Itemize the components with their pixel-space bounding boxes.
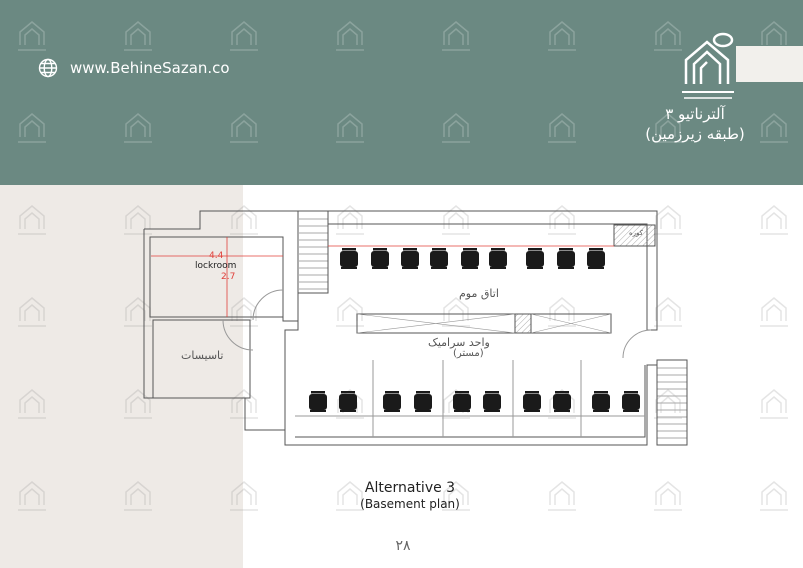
chair-icon	[483, 391, 501, 412]
watermark-logo-icon	[439, 15, 473, 59]
watermark-logo-icon	[121, 107, 155, 151]
watermark-logo-icon	[439, 107, 473, 151]
watermark-logo-icon	[227, 199, 261, 243]
watermark-logo-icon	[15, 199, 49, 243]
watermark-logo-icon	[15, 107, 49, 151]
globe-icon	[38, 58, 58, 78]
plan-caption: Alternative 3 (Basement plan)	[340, 480, 480, 511]
chair-icon	[489, 248, 507, 269]
stairs-bottom	[656, 359, 688, 446]
watermark-logo-icon	[757, 291, 791, 335]
chair-icon	[414, 391, 432, 412]
chair-icon	[309, 391, 327, 412]
dim-width: 4.4	[209, 251, 224, 261]
chair-icon	[430, 248, 448, 269]
kiln-label: کوره	[629, 229, 643, 237]
watermark-logo-icon	[333, 107, 367, 151]
chair-icon	[592, 391, 610, 412]
watermark-logo-icon	[545, 107, 579, 151]
chair-icon	[340, 248, 358, 269]
caption-subtitle: (Basement plan)	[360, 497, 460, 511]
watermark-logo-icon	[333, 475, 367, 519]
watermark-logo-icon	[15, 291, 49, 335]
watermark-logo-icon	[757, 199, 791, 243]
chair-icon	[383, 391, 401, 412]
chair-icon	[523, 391, 541, 412]
wax-room-label: اتاق موم	[459, 287, 499, 300]
page-number: ۲۸	[395, 538, 411, 554]
chair-icon	[557, 248, 575, 269]
watermark-logo-icon	[757, 475, 791, 519]
ceramic-unit-label: واحد سرامیک	[428, 336, 490, 349]
watermark-logo-icon	[757, 383, 791, 427]
facilities-room	[152, 319, 251, 399]
chair-icon	[553, 391, 571, 412]
chair-icon	[401, 248, 419, 269]
chair-icon	[339, 391, 357, 412]
chair-icon	[453, 391, 471, 412]
caption-title: Alternative 3	[364, 480, 456, 496]
header-banner	[0, 0, 803, 185]
title: آلترناتیو ۳	[665, 105, 725, 123]
facilities-label: تاسیسات	[181, 349, 224, 362]
stairs-top	[297, 210, 329, 294]
watermark-logo-icon	[121, 15, 155, 59]
watermark-logo-icon	[227, 383, 261, 427]
logo-panel	[736, 46, 803, 82]
lockroom-room	[149, 236, 284, 318]
watermark-logo-icon	[333, 199, 367, 243]
watermark-logo-icon	[545, 15, 579, 59]
watermark-logo-icon	[227, 107, 261, 151]
watermark-logo-icon	[651, 15, 685, 59]
ceramic-unit-sub: (مستر)	[453, 348, 484, 359]
watermark-logo-icon	[227, 475, 261, 519]
watermark-logo-icon	[121, 383, 155, 427]
watermark-logo-icon	[545, 475, 579, 519]
watermark-logo-icon	[651, 291, 685, 335]
watermark-logo-icon	[651, 475, 685, 519]
watermark-logo-icon	[227, 291, 261, 335]
website-url: www.BehineSazan.co	[70, 59, 230, 77]
left-shade-band	[0, 185, 243, 568]
watermark-logo-icon	[15, 15, 49, 59]
watermark-logo-icon	[15, 383, 49, 427]
watermark-logo-icon	[651, 383, 685, 427]
chair-icon	[526, 248, 544, 269]
watermark-logo-icon	[651, 199, 685, 243]
watermark-logo-icon	[333, 15, 367, 59]
watermark-logo-icon	[439, 475, 473, 519]
website-link[interactable]: www.BehineSazan.co	[38, 58, 230, 78]
watermark-logo-icon	[757, 107, 791, 151]
lockroom-label: lockroom	[195, 261, 237, 271]
watermark-logo-icon	[15, 475, 49, 519]
chair-icon	[587, 248, 605, 269]
page-title-fa: آلترناتیو ۳ (طبقه زیرزمین)	[600, 104, 790, 144]
dim-height: 2.7	[221, 272, 236, 282]
watermark-logo-icon	[121, 475, 155, 519]
chair-icon	[622, 391, 640, 412]
central-counter	[356, 313, 612, 334]
watermark-logo-icon	[439, 199, 473, 243]
watermark-logo-icon	[545, 199, 579, 243]
watermark-logo-icon	[651, 107, 685, 151]
subtitle: (طبقه زیرزمین)	[645, 125, 745, 143]
chair-icon	[461, 248, 479, 269]
watermark-logo-icon	[121, 199, 155, 243]
logo-house-icon	[682, 32, 734, 99]
chair-icon	[371, 248, 389, 269]
watermark-logo-icon	[227, 15, 261, 59]
kiln-area	[613, 224, 656, 247]
